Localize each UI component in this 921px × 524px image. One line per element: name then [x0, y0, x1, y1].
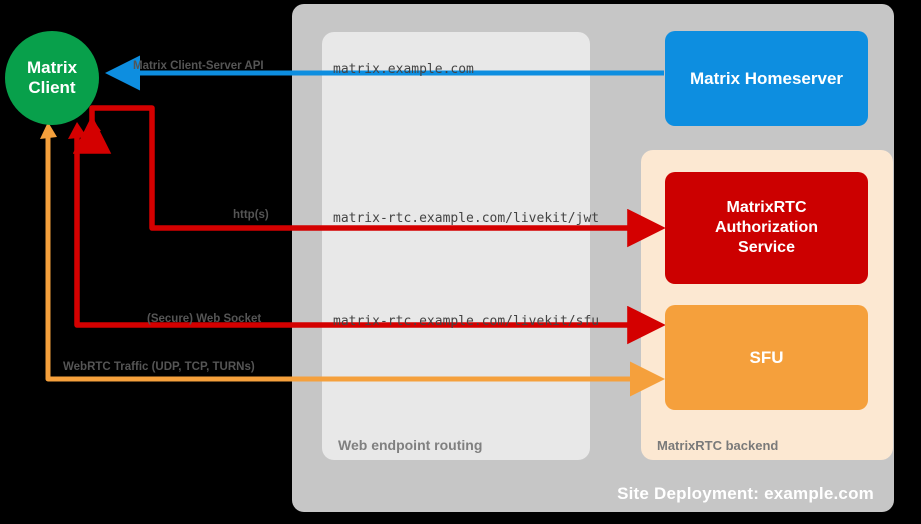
edge-label-secure-web-socket: (Secure) Web Socket [147, 313, 262, 325]
node-matrix-client[interactable]: Matrix Client [5, 31, 99, 125]
site-deployment-label: Site Deployment: example.com [617, 484, 874, 503]
matrix-client-label-line2: Client [28, 78, 76, 97]
matrixrtc-auth-label-line2: Authorization [714, 219, 819, 236]
endpoint-label-livekit-sfu: matrix-rtc.example.com/livekit/sfu [333, 314, 600, 329]
web-endpoint-routing-label: Web endpoint routing [338, 437, 483, 453]
matrixrtc-auth-label-line1: MatrixRTC [726, 199, 807, 216]
matrixrtc-auth-label-line3: Service [738, 239, 795, 256]
node-matrix-homeserver[interactable]: Matrix Homeserver [665, 31, 868, 126]
arrowhead-websocket-to-client [68, 122, 87, 139]
arrowhead-https-to-client [84, 118, 101, 133]
web-endpoint-routing-container [322, 32, 590, 460]
matrixrtc-backend-label: MatrixRTC backend [657, 438, 779, 453]
node-matrixrtc-authorization-service[interactable]: MatrixRTC Authorization Service [665, 172, 868, 284]
matrix-client-label-line1: Matrix [26, 58, 78, 78]
edge-label-client-server-api: Matrix Client-Server API [133, 60, 264, 72]
edge-label-webrtc-traffic: WebRTC Traffic (UDP, TCP, TURNs) [63, 361, 255, 373]
node-sfu[interactable]: SFU [665, 305, 868, 410]
sfu-label: SFU [749, 347, 784, 367]
endpoint-label-livekit-jwt: matrix-rtc.example.com/livekit/jwt [333, 211, 600, 226]
matrix-homeserver-label: Matrix Homeserver [689, 68, 844, 88]
edge-label-https: http(s) [233, 209, 269, 221]
endpoint-label-matrix: matrix.example.com [333, 62, 474, 77]
